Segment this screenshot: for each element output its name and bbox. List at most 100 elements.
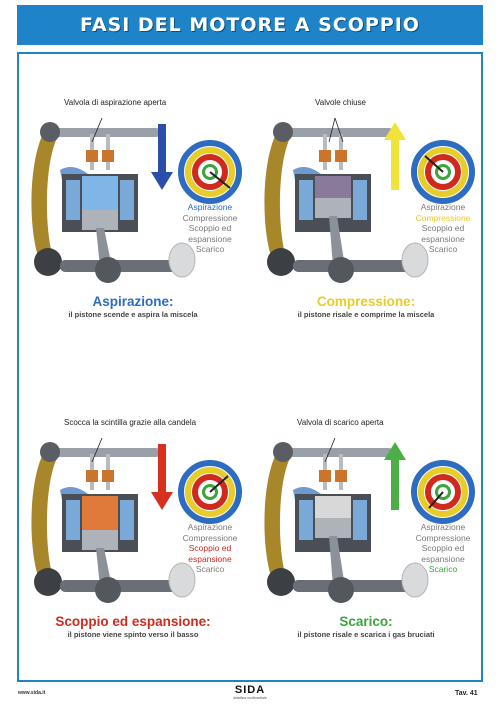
phase-label: Scoppio ed (421, 543, 465, 553)
camshaft (283, 128, 393, 137)
phase-label: Scoppio ed (188, 543, 232, 553)
callout-leader (91, 437, 103, 463)
callout-leader (328, 117, 336, 143)
dial-ring-aspirazione (411, 460, 475, 524)
page-title: FASI DEL MOTORE A SCOPPIO (80, 14, 420, 36)
phase-panel-aspirazione: Valvola di aspirazione aperta Aspirazion… (20, 62, 246, 370)
piston-direction-arrow (384, 122, 406, 190)
dial-ring-compressione (418, 467, 468, 517)
crank-pulley (267, 568, 295, 596)
caption-subtitle: il pistone viene spinto verso il basso (67, 630, 199, 639)
engine-illustration (264, 117, 475, 283)
phase-label: Scarico (428, 564, 458, 574)
coolant-jacket-right (353, 500, 367, 540)
cam-pulley (273, 442, 293, 462)
coolant-jacket-left (299, 500, 313, 540)
phase-panel-scoppio: Scocca la scintilla grazie alla candela … (20, 382, 246, 690)
coolant-jacket-right (120, 500, 134, 540)
piston-direction-arrow (151, 444, 173, 510)
phase-label: espansione (188, 233, 232, 244)
dial-ring-scoppio (425, 154, 461, 190)
panel-caption: Compressione: il pistone risale e compri… (253, 294, 479, 319)
panel-caption: Aspirazione: il pistone scende e aspira … (20, 294, 246, 319)
phase-label: Scarico (195, 244, 225, 254)
caption-title: Aspirazione: (92, 294, 174, 309)
dial-needle (424, 155, 444, 173)
phase-label: Compressione (415, 532, 471, 543)
logo-subtext: didattica multimediale (233, 696, 267, 700)
phase-label: Aspirazione (187, 202, 233, 212)
coolant-jacket-left (299, 180, 313, 220)
cam-pulley (40, 442, 60, 462)
phase-label: Aspirazione (420, 202, 466, 212)
phase-label: Aspirazione (420, 522, 466, 532)
callout-text: Valvola di scarico aperta (297, 418, 384, 427)
caption-subtitle: il pistone risale e comprime la miscela (297, 310, 435, 319)
camshaft (283, 448, 393, 457)
piston (315, 518, 351, 538)
panel-caption: Scarico: il pistone risale e scarica i g… (253, 614, 479, 639)
footer-website: www.sida.it (18, 690, 46, 696)
phase-label: Compressione (415, 212, 471, 223)
phase-label: Scarico (428, 244, 458, 254)
cam-pulley (273, 122, 293, 142)
caption-title: Compressione: (316, 294, 416, 309)
connecting-rod (329, 216, 345, 267)
caption-title: Scoppio ed espansione: (55, 614, 211, 629)
connecting-rod (329, 536, 345, 587)
timing-belt (31, 132, 58, 262)
panel-caption: Scoppio ed espansione: il pistone viene … (20, 614, 246, 639)
dial-ring-compressione (185, 467, 235, 517)
flywheel (401, 562, 429, 598)
phase-label: Scoppio ed (421, 223, 465, 233)
phase-dial (411, 140, 475, 204)
phase-dial (178, 140, 242, 204)
crank-pulley (267, 248, 295, 276)
piston (82, 530, 118, 550)
crank-counterweight (95, 257, 121, 283)
callout-leader (324, 437, 336, 463)
coolant-jacket-left (66, 180, 80, 220)
combustion-chamber (315, 496, 351, 518)
flywheel (168, 562, 196, 598)
timing-belt (264, 452, 291, 582)
phase-label: Scoppio ed (188, 223, 232, 233)
piston-direction-arrow (384, 442, 406, 510)
piston (315, 198, 351, 218)
dial-ring-scoppio (192, 154, 228, 190)
exhaust-spring (335, 150, 347, 162)
timing-belt (264, 132, 291, 262)
callout-text: Scocca la scintilla grazie alla candela (64, 418, 197, 427)
engine-illustration (31, 437, 242, 603)
combustion-chamber (82, 176, 118, 210)
coolant-jacket-right (120, 180, 134, 220)
timing-belt (31, 452, 58, 582)
crank-pulley (34, 568, 62, 596)
flywheel (168, 242, 196, 278)
crank-pulley (34, 248, 62, 276)
caption-subtitle: il pistone scende e aspira la miscela (68, 310, 198, 319)
phase-label: Compressione (182, 532, 238, 543)
callout-leader-2 (334, 117, 344, 143)
phase-dial (178, 460, 242, 524)
dial-ring-scoppio (192, 474, 228, 510)
plate-number: Tav. 41 (455, 690, 478, 697)
combustion-chamber (82, 496, 118, 530)
publisher-logo: SIDA didattica multimediale (225, 684, 275, 700)
crank-counterweight (328, 257, 354, 283)
intake-spring (86, 470, 98, 482)
dial-ring-compressione (418, 147, 468, 197)
dial-ring-aspirazione (178, 460, 242, 524)
engine-illustration (31, 117, 242, 283)
intake-spring (86, 150, 98, 162)
content-frame (17, 52, 483, 682)
dial-ring-aspirazione (411, 140, 475, 204)
phase-dial (411, 460, 475, 524)
caption-subtitle: il pistone risale e scarica i gas brucia… (297, 630, 435, 639)
dial-ring-aspirazione (178, 140, 242, 204)
